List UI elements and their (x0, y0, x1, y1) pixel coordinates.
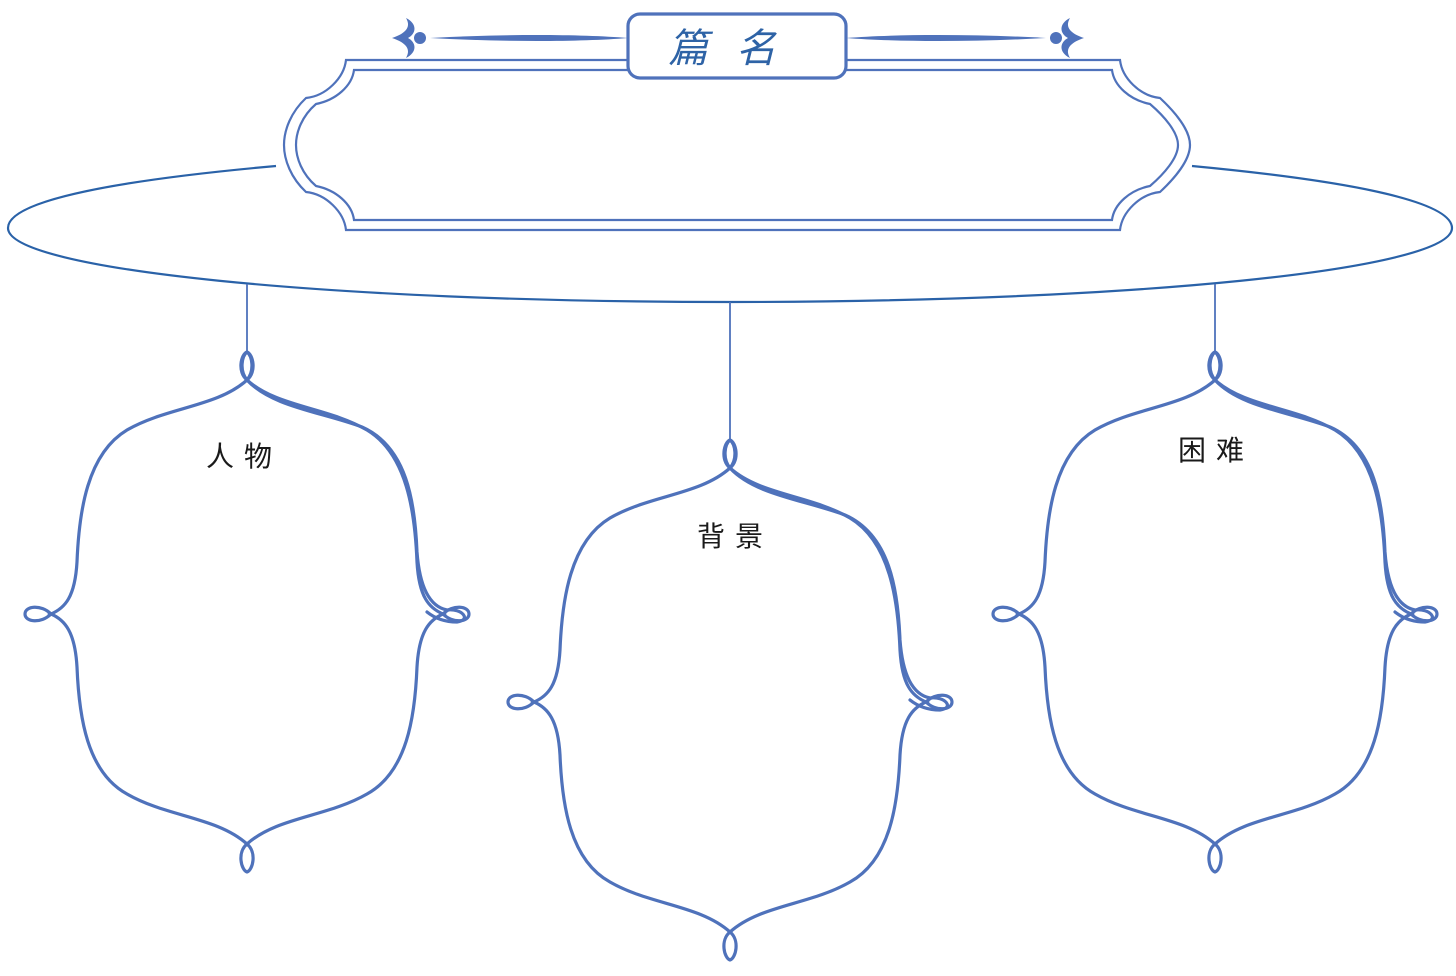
title-label-box (626, 12, 848, 80)
box-label-characters: 人物 (206, 440, 282, 473)
box-label-background: 背景 (697, 520, 773, 553)
fleur-ornament-icon (392, 18, 628, 58)
difficulty-box (991, 350, 1439, 874)
characters-box (23, 350, 471, 874)
fleur-ornament-icon (846, 18, 1084, 58)
box-label-difficulty: 困难 (1178, 434, 1254, 467)
background-box (506, 438, 954, 962)
page-title: 篇名 (668, 26, 804, 72)
title-plaque-frame (282, 58, 1192, 232)
header-ellipse (6, 164, 1454, 304)
